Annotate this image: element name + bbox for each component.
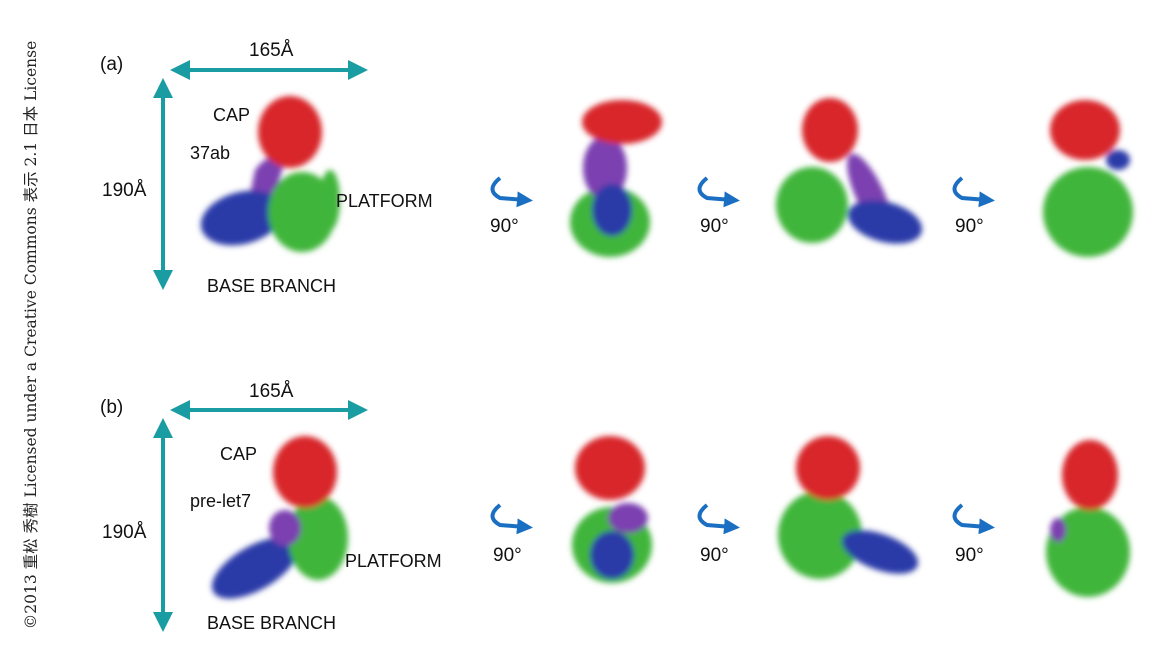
platform-label: PLATFORM [336, 191, 433, 211]
complex-view-270 [1046, 440, 1130, 597]
complex-view-90 [570, 100, 662, 257]
complex-view-270 [1043, 100, 1133, 257]
complex-view-90 [572, 436, 652, 583]
rotation-label: 90° [955, 216, 984, 237]
rotation-arrow-icon [952, 503, 995, 535]
rotation-arrow-icon [490, 503, 533, 535]
width-label: 165Å [249, 40, 294, 61]
complex-view-180 [778, 436, 919, 579]
rotation-label: 90° [700, 545, 729, 566]
complex-front-view [212, 436, 348, 599]
platform-label: PLATFORM [345, 551, 442, 571]
linker-label: 37ab [190, 143, 231, 163]
rotation-arrow-icon [952, 176, 995, 208]
rotation-label: 90° [700, 216, 729, 237]
rotation-label: 90° [490, 216, 519, 237]
complex-view-180 [776, 98, 923, 244]
rotation-label: 90° [955, 545, 984, 566]
panel-b-graphics [153, 400, 1130, 632]
panel-label: (b) [100, 397, 124, 418]
base-branch-label: BASE BRANCH [207, 613, 337, 633]
panel-a-graphics [153, 60, 1133, 290]
cap-label: CAP [220, 444, 258, 464]
base-branch-label: BASE BRANCH [207, 276, 337, 296]
height-label: 190Å [102, 522, 147, 543]
rotation-label: 90° [493, 545, 522, 566]
linker-label: pre-let7 [190, 491, 252, 511]
copyright-notice: ©2013 重松 秀樹 Licensed under a Creative Co… [22, 40, 40, 630]
rotation-arrow-icon [697, 176, 740, 208]
panel-label: (a) [100, 54, 124, 75]
rotation-arrow-icon [697, 503, 740, 535]
height-label: 190Å [102, 180, 147, 201]
width-label: 165Å [249, 381, 294, 402]
complex-front-view [200, 96, 340, 252]
cap-label: CAP [213, 105, 251, 125]
rotation-arrow-icon [490, 176, 533, 208]
